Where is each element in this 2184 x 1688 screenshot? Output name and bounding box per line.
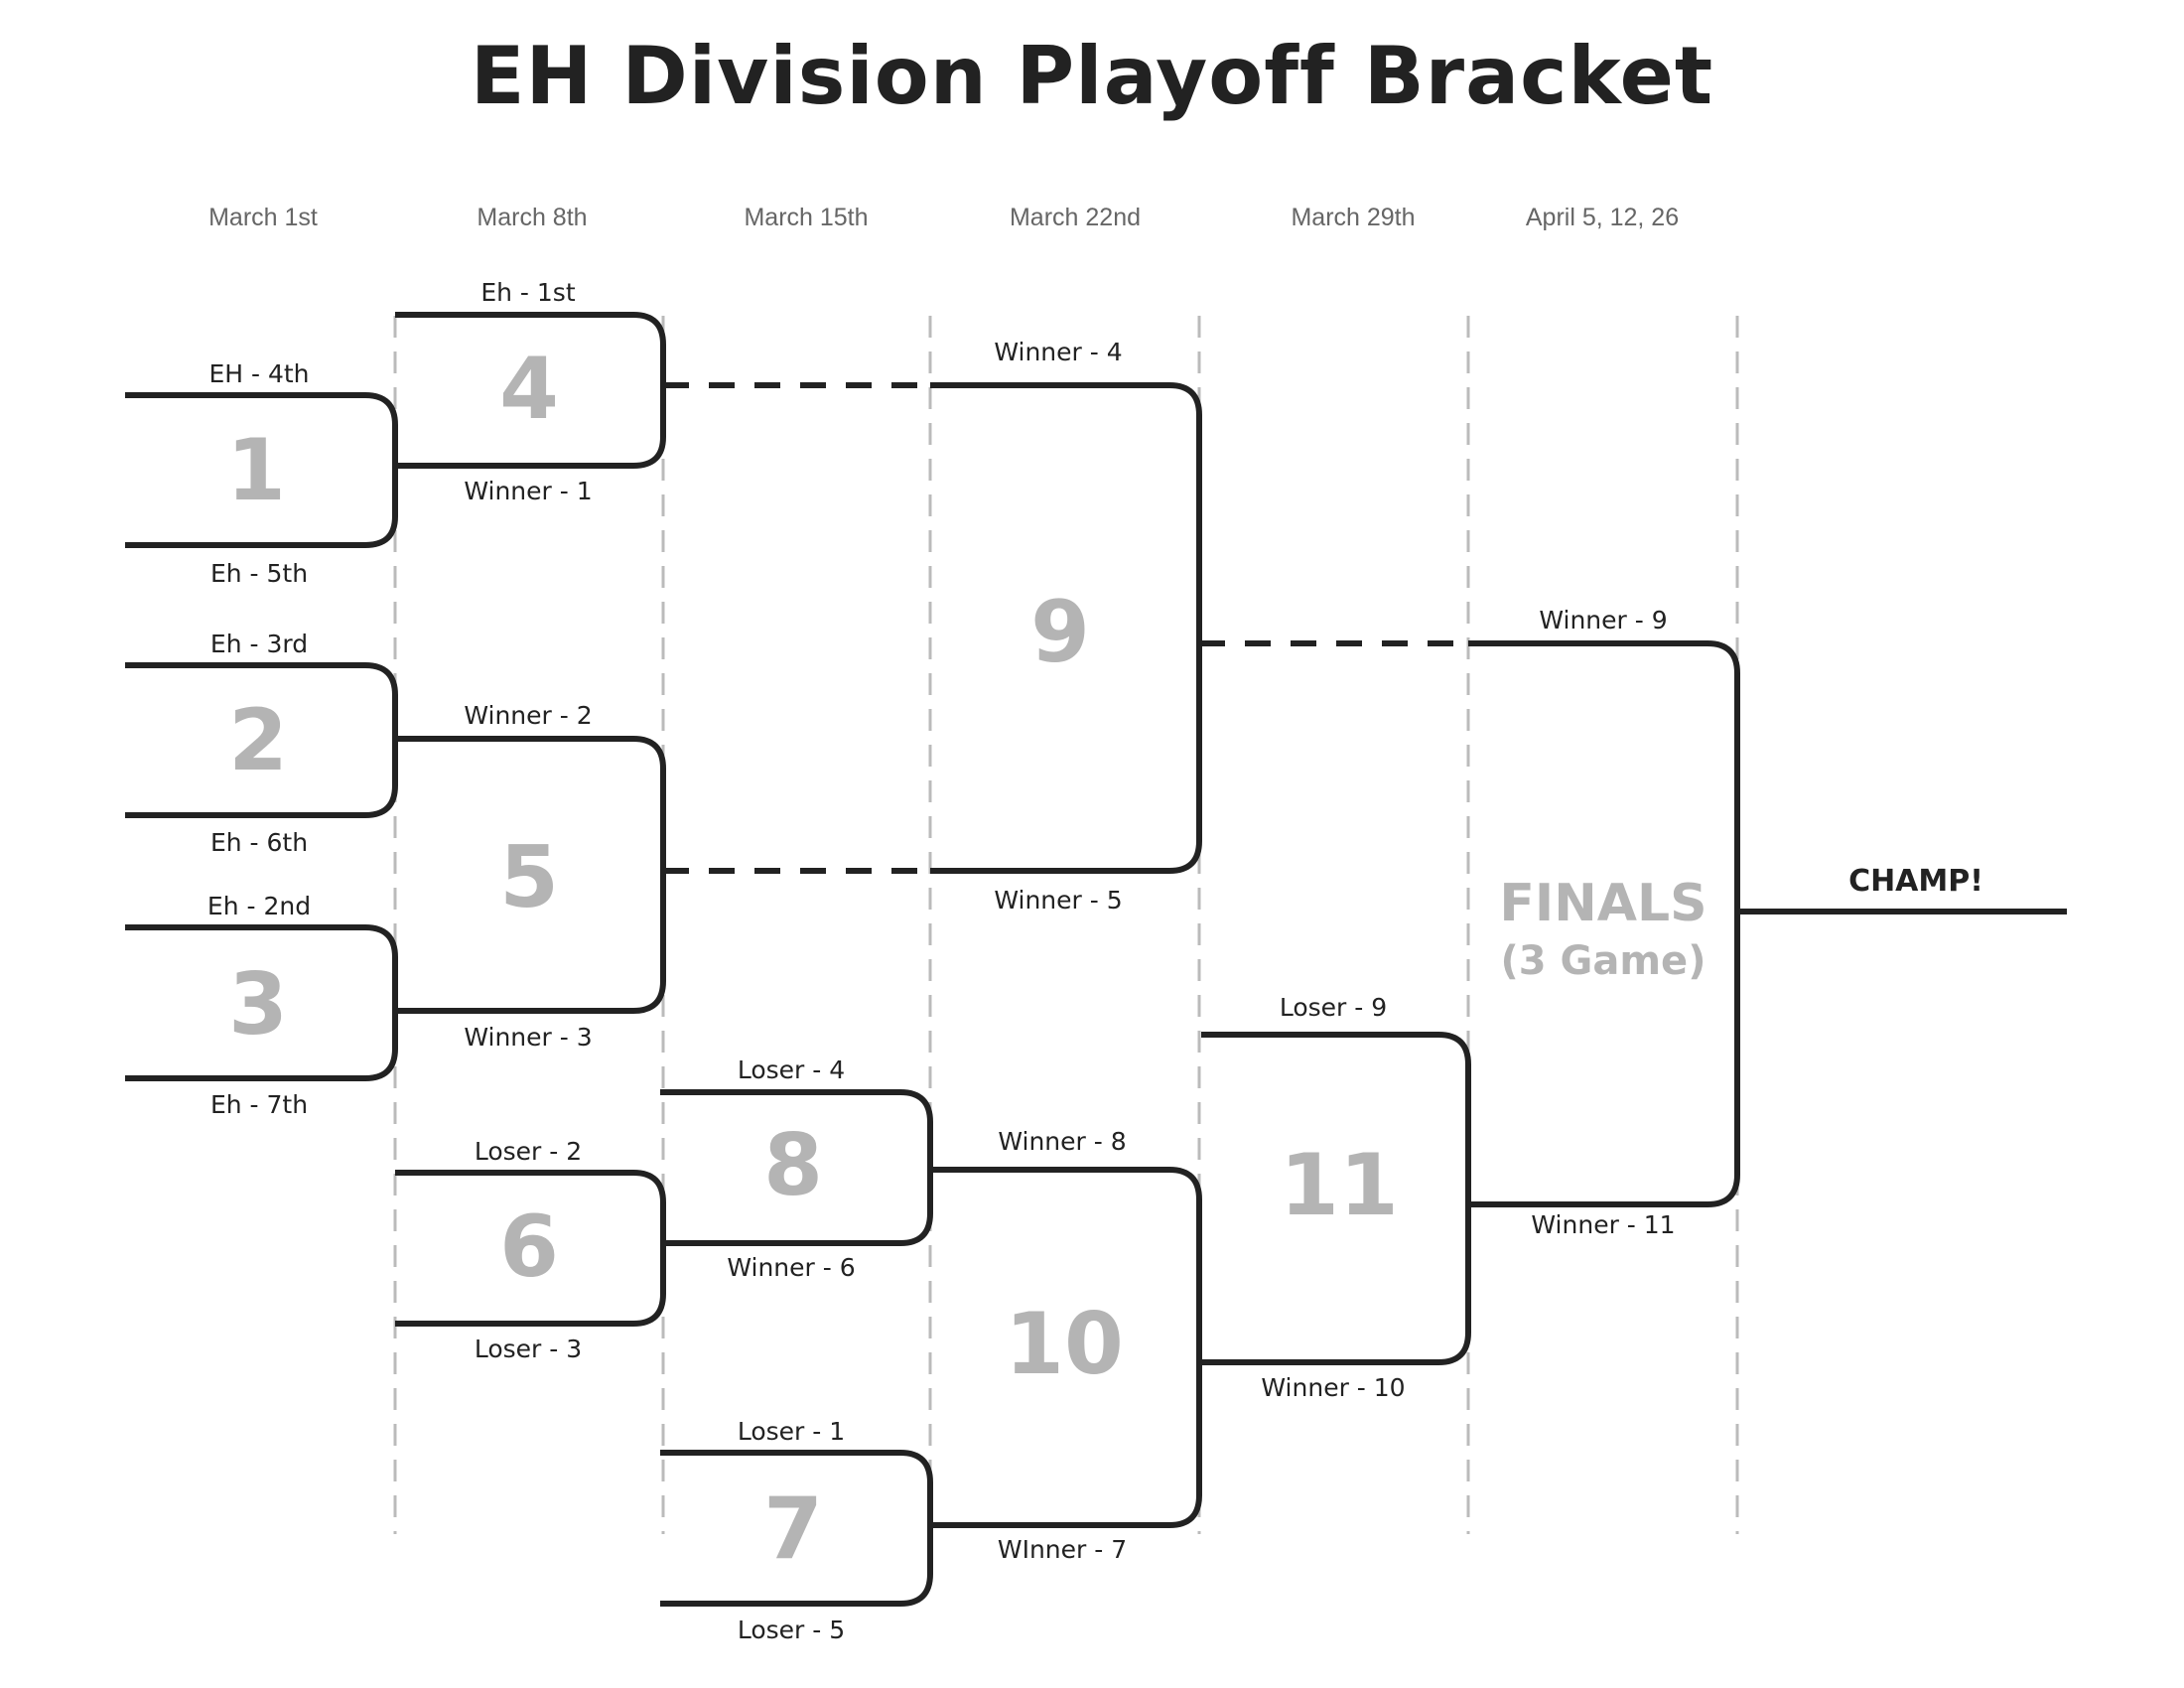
date-round-3: March 15th: [744, 204, 869, 231]
game-9-top-seed: Winner - 4: [994, 338, 1123, 366]
game-10-bracket: [930, 1167, 1202, 1528]
game-7-number: 7: [763, 1479, 823, 1579]
game-3-bottom-seed: Eh - 7th: [209, 1090, 309, 1119]
game-5-top-seed: Winner - 2: [464, 701, 593, 730]
game-3-number: 3: [228, 955, 288, 1055]
game-3-top-seed: Eh - 2nd: [206, 892, 312, 920]
game-4-bottom-seed: Winner - 1: [464, 477, 593, 505]
game-4-number: 4: [499, 340, 559, 439]
game-9-bottom-seed: Winner - 5: [994, 886, 1123, 914]
game-9-number: 9: [1030, 583, 1090, 682]
game-2-bottom-seed: Eh - 6th: [209, 828, 309, 857]
game-11-number: 11: [1280, 1136, 1399, 1235]
game-11-bottom-seed: Winner - 10: [1261, 1373, 1406, 1402]
game-7-bottom-seed: Loser - 5: [737, 1616, 846, 1644]
game-6-bottom-seed: Loser - 3: [474, 1335, 583, 1363]
date-round-5: March 29th: [1291, 204, 1416, 231]
date-round-6: April 5, 12, 26: [1525, 204, 1680, 231]
finals-top-seed: Winner - 9: [1539, 606, 1668, 634]
game-8-bottom-seed: Winner - 6: [727, 1253, 856, 1282]
date-round-1: March 1st: [208, 204, 318, 231]
game-5-bottom-seed: Winner - 3: [464, 1023, 593, 1052]
champion-label: CHAMP!: [1848, 864, 1983, 899]
game-2-top-seed: Eh - 3rd: [209, 630, 309, 658]
game-3-bracket: [125, 924, 398, 1081]
game-11-top-seed: Loser - 9: [1279, 993, 1388, 1022]
finals-bottom-seed: Winner - 11: [1531, 1210, 1676, 1239]
date-round-2: March 8th: [477, 204, 588, 231]
game-1-top-seed: EH - 4th: [208, 359, 310, 388]
finals-title: FINALS: [1499, 874, 1707, 933]
game-8-number: 8: [763, 1116, 823, 1215]
game-9-bracket: [930, 382, 1202, 874]
game-8-top-seed: Loser - 4: [737, 1055, 846, 1084]
game-5-bracket: [395, 736, 666, 1014]
game-10-number: 10: [1005, 1295, 1124, 1394]
game-1-bracket: [125, 392, 398, 548]
game-11-bracket: [1201, 1032, 1471, 1365]
game-10-bottom-seed: WInner - 7: [997, 1535, 1128, 1564]
game-2-number: 2: [228, 691, 288, 790]
game-6-top-seed: Loser - 2: [474, 1137, 583, 1166]
page-title: EH Division Playoff Bracket: [470, 30, 1714, 122]
game-6-number: 6: [499, 1197, 559, 1297]
game-5-number: 5: [499, 828, 559, 927]
finals-subtitle: (3 Game): [1500, 938, 1706, 984]
date-round-4: March 22nd: [1009, 204, 1142, 231]
game-4-top-seed: Eh - 1st: [480, 278, 576, 307]
game-7-top-seed: Loser - 1: [737, 1417, 846, 1446]
game-1-bottom-seed: Eh - 5th: [209, 559, 309, 588]
game-4-bracket: [395, 312, 666, 469]
game-6-bracket: [395, 1170, 666, 1327]
game-1-number: 1: [226, 421, 286, 520]
game-10-top-seed: Winner - 8: [998, 1127, 1127, 1156]
finals-bracket: [1468, 640, 1740, 1207]
